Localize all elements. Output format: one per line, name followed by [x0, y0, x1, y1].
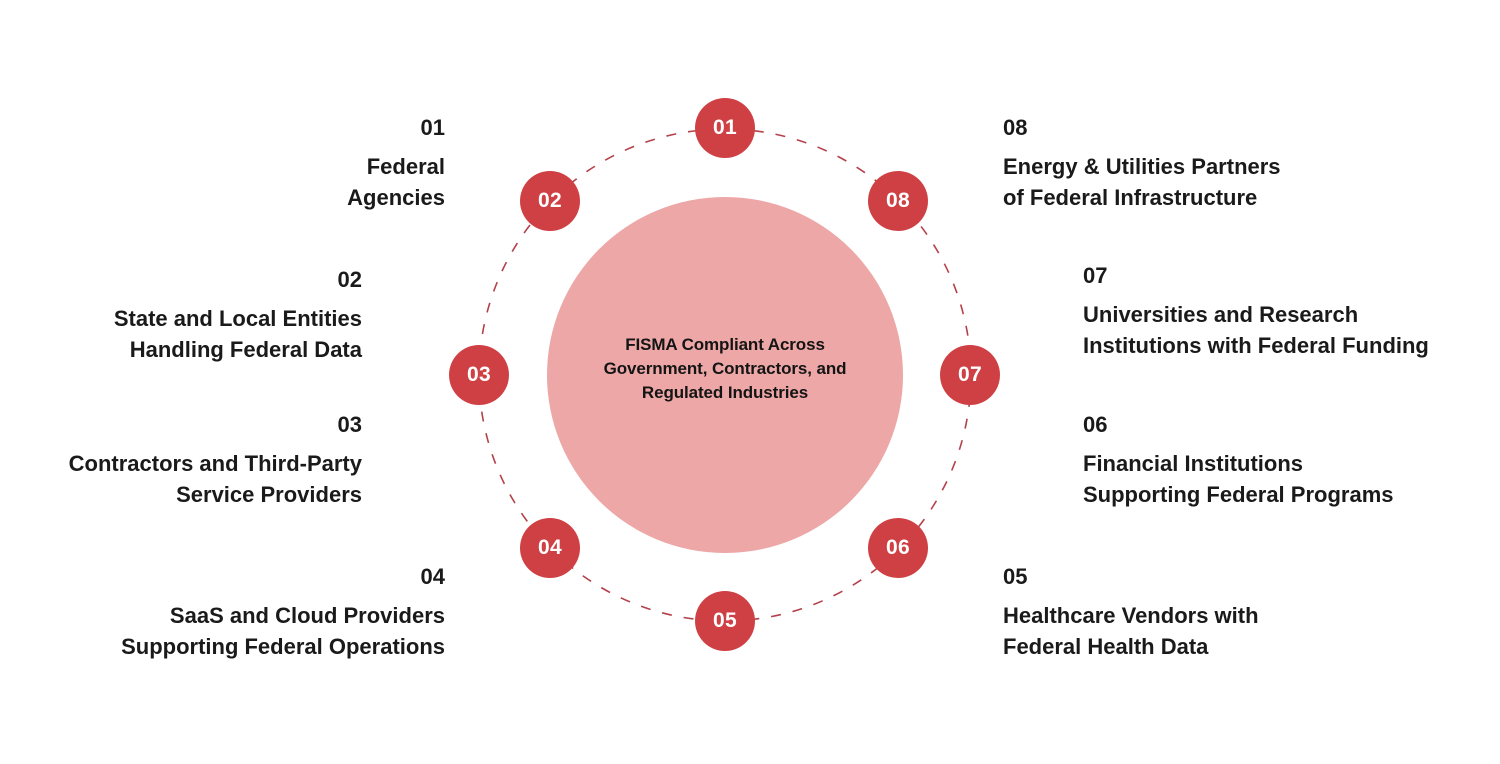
label-03-number: 03 — [337, 412, 362, 437]
label-01-text: Federal Agencies — [347, 154, 445, 210]
label-02-number: 02 — [337, 267, 362, 292]
center-hub-circle — [547, 197, 903, 553]
badge-02-label: 02 — [538, 189, 562, 212]
badge-07-label: 07 — [958, 363, 982, 386]
label-07-text: Universities and Research Institutions w… — [1083, 302, 1429, 358]
badge-03-label: 03 — [467, 363, 491, 386]
label-item-04: 04 SaaS and Cloud Providers Supporting F… — [0, 562, 445, 662]
label-item-07: 07 Universities and Research Institution… — [1083, 261, 1500, 361]
label-05-number: 05 — [1003, 564, 1028, 589]
badge-05[interactable]: 05 — [695, 591, 755, 651]
label-02-text: State and Local Entities Handling Federa… — [113, 306, 362, 362]
label-05-text: Healthcare Vendors with Federal Health D… — [1003, 603, 1259, 659]
label-07-number: 07 — [1083, 263, 1108, 288]
badge-04-label: 04 — [538, 536, 562, 559]
center-hub-text: FISMA Compliant Across Government, Contr… — [603, 335, 847, 402]
label-item-06: 06 Financial Institutions Supporting Fed… — [1083, 410, 1500, 510]
label-06-number: 06 — [1083, 412, 1108, 437]
badge-04[interactable]: 04 — [520, 518, 580, 578]
label-item-03: 03 Contractors and Third-Party Service P… — [0, 410, 362, 510]
label-04-number: 04 — [420, 564, 445, 589]
label-01-number: 01 — [420, 115, 445, 140]
badge-07[interactable]: 07 — [940, 345, 1000, 405]
label-03-text: Contractors and Third-Party Service Prov… — [68, 451, 362, 507]
label-item-01: 01 Federal Agencies — [0, 113, 445, 213]
badge-08-label: 08 — [886, 189, 910, 212]
badge-01[interactable]: 01 — [695, 98, 755, 158]
badge-02[interactable]: 02 — [520, 171, 580, 231]
badge-05-label: 05 — [713, 609, 737, 632]
badge-08[interactable]: 08 — [868, 171, 928, 231]
label-04-text: SaaS and Cloud Providers Supporting Fede… — [121, 603, 445, 659]
label-08-number: 08 — [1003, 115, 1028, 140]
label-06-text: Financial Institutions Supporting Federa… — [1083, 451, 1394, 507]
label-08-text: Energy & Utilities Partners of Federal I… — [1003, 154, 1281, 210]
badge-06-label: 06 — [886, 536, 910, 559]
badge-03[interactable]: 03 — [449, 345, 509, 405]
badge-06[interactable]: 06 — [868, 518, 928, 578]
label-item-05: 05 Healthcare Vendors with Federal Healt… — [1003, 562, 1473, 662]
label-item-08: 08 Energy & Utilities Partners of Federa… — [1003, 113, 1473, 213]
badge-01-label: 01 — [713, 116, 737, 139]
label-item-02: 02 State and Local Entities Handling Fed… — [0, 265, 362, 365]
